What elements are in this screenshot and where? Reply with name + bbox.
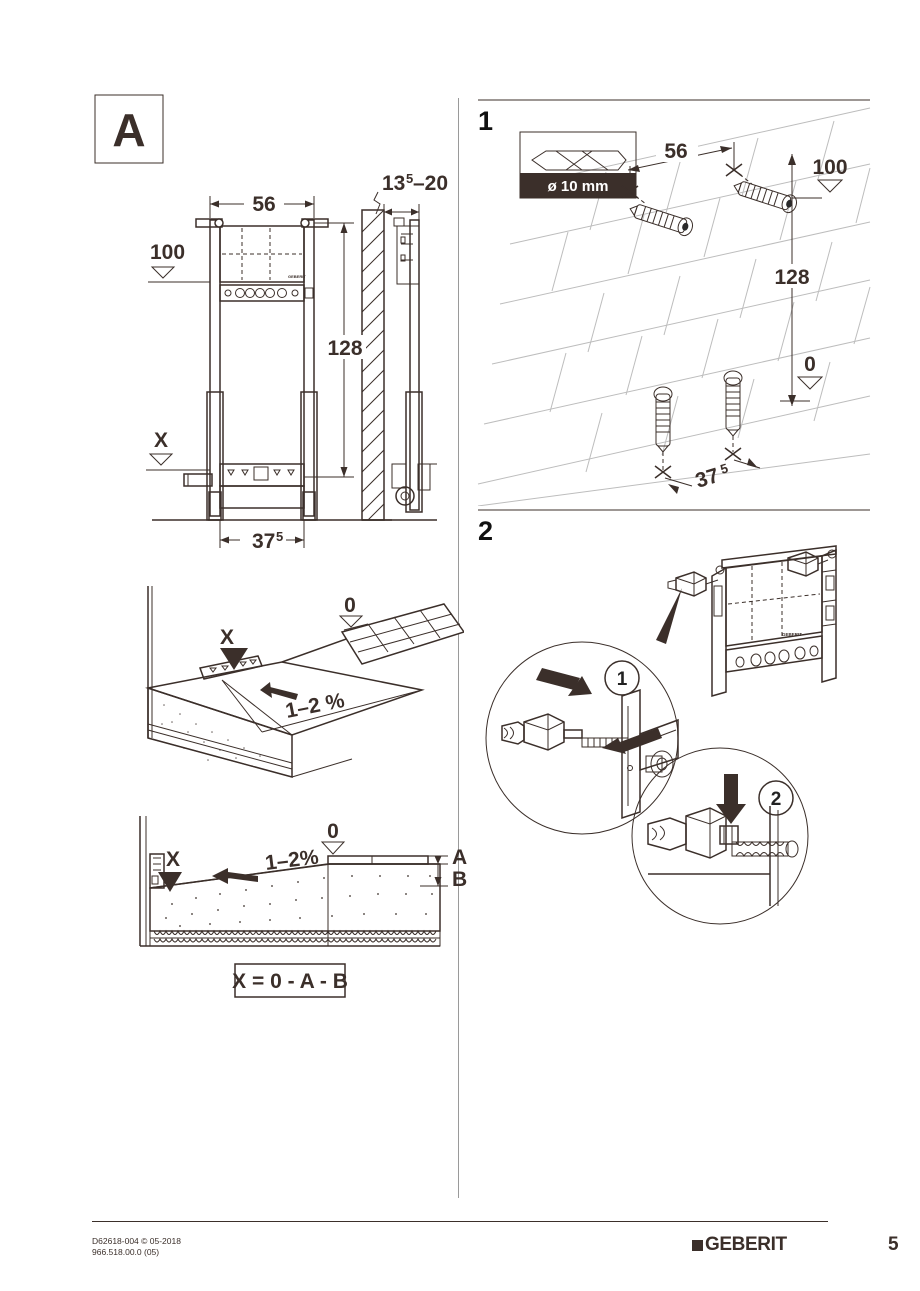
exploded-bracket-upper-right	[787, 551, 819, 577]
svg-text:GEBERIT: GEBERIT	[782, 632, 802, 637]
iso-slope-indicator: 1–2 %	[260, 682, 347, 723]
step1-0-label: 0	[804, 353, 816, 376]
detail-circle-1: 1	[485, 641, 679, 835]
step1-level-0: 0	[780, 353, 824, 402]
floor-cross-section-diagram: X 0 1–2% A B X = 0 - A	[139, 816, 467, 998]
drain-body	[149, 853, 165, 889]
wall-plug-bottom-left	[653, 386, 673, 453]
threaded-rod-2	[731, 840, 799, 858]
dimension-13-label: 13	[382, 172, 405, 195]
footer-code-line-1: D62618-004 © 05-2018	[92, 1236, 181, 1246]
level-100-label: 100	[150, 241, 185, 264]
level-x-label: X	[154, 429, 168, 452]
logo-square-icon	[692, 1240, 703, 1251]
dimension-height-128: 128	[304, 222, 366, 478]
drill-bit-badge: ø 10 mm	[519, 131, 637, 199]
step1-dimension-56: 56	[627, 138, 735, 192]
section-letter: A	[112, 104, 145, 156]
level-marker-x: X	[146, 429, 210, 471]
step-2-number: 2	[478, 516, 493, 546]
step1-100-label: 100	[812, 156, 847, 179]
iso-x-label: X	[220, 626, 234, 649]
dimension-37-sup: 5	[276, 529, 283, 544]
drill-marks-top	[621, 163, 753, 205]
column-divider	[458, 98, 459, 1198]
arrow-insert-1	[620, 728, 662, 752]
dimension-b-label: B	[452, 868, 467, 891]
dimension-a-label: A	[452, 846, 467, 869]
frame-side-view	[361, 209, 437, 521]
step1-dimension-128: 128	[770, 154, 814, 406]
section-x-label: X	[166, 848, 180, 871]
exploded-bracket-upper	[667, 571, 707, 597]
iso-marker-zero: 0	[338, 594, 369, 631]
detail-circle-2: 2	[631, 747, 809, 925]
wall-plug-top-right	[733, 181, 798, 214]
dimension-13-range: –20	[413, 172, 448, 195]
section-letter-box	[94, 94, 164, 164]
step-1-diagram: 1	[477, 99, 871, 506]
footer-document-codes: D62618-004 © 05-2018 966.518.00.0 (05)	[92, 1236, 181, 1258]
dimension-37-label: 37	[252, 530, 275, 553]
arrow-down-1	[536, 668, 580, 690]
callout-wedge	[656, 588, 682, 644]
step1-37-label: 37	[693, 464, 722, 493]
drill-marks-bottom	[662, 436, 734, 470]
clip-block-2	[719, 825, 739, 845]
detail-1-number: 1	[617, 669, 628, 690]
section-slope-label: 1–2%	[264, 846, 320, 875]
wall-plug-bottom-right	[723, 370, 743, 437]
step1-level-100: 100	[792, 156, 848, 199]
dimension-56-label: 56	[252, 193, 275, 216]
arrow-down-2	[724, 774, 738, 806]
footer-code-line-2: 966.518.00.0 (05)	[92, 1247, 160, 1257]
dimension-128-label: 128	[327, 337, 362, 360]
floor-isometric-diagram: X 0 1–2 %	[145, 586, 464, 778]
dimension-13-sup: 5	[406, 171, 413, 186]
dimension-depth-37-5: 37 5	[219, 520, 305, 553]
dimension-wall-thickness: 13 5 –20	[373, 171, 448, 220]
drill-bit-label: ø 10 mm	[548, 178, 609, 195]
geberit-logo: GEBERIT	[692, 1234, 787, 1256]
formula-box: X = 0 - A - B	[232, 963, 348, 998]
step-1-number: 1	[478, 106, 493, 136]
brand-name: GEBERIT	[705, 1234, 787, 1255]
level-marker-100: 100	[148, 241, 210, 283]
brick-wall	[477, 107, 871, 506]
dimension-a-b: A B	[420, 846, 467, 891]
frame-front-view: GEBERIT	[152, 218, 392, 521]
step-2-diagram: 2 GEBERIT	[478, 509, 870, 925]
drill-bit-icon	[531, 150, 627, 171]
section-marker-zero: 0	[320, 820, 346, 855]
frame-isometric: GEBERIT	[711, 545, 837, 697]
step1-56-label: 56	[664, 140, 687, 163]
footer-divider	[92, 1221, 828, 1222]
iso-zero-label: 0	[344, 594, 356, 617]
wall-plug-top-left	[629, 204, 694, 237]
formula-text: X = 0 - A - B	[232, 970, 348, 993]
section-marker-x: X	[158, 848, 182, 892]
section-a-elevation-drawing: A GEBERIT	[94, 94, 448, 553]
svg-text:GEBERIT: GEBERIT	[288, 274, 306, 279]
iso-marker-x: X	[220, 626, 248, 670]
step1-dimension-37-5: 37 5	[664, 458, 761, 494]
step1-37-sup: 5	[718, 460, 729, 476]
detail-2-number: 2	[771, 789, 782, 810]
step1-128-label: 128	[774, 266, 809, 289]
floor-covering	[327, 855, 429, 865]
section-zero-label: 0	[327, 820, 339, 843]
dimension-width-56: 56	[209, 192, 315, 218]
page-number: 5	[888, 1234, 899, 1255]
